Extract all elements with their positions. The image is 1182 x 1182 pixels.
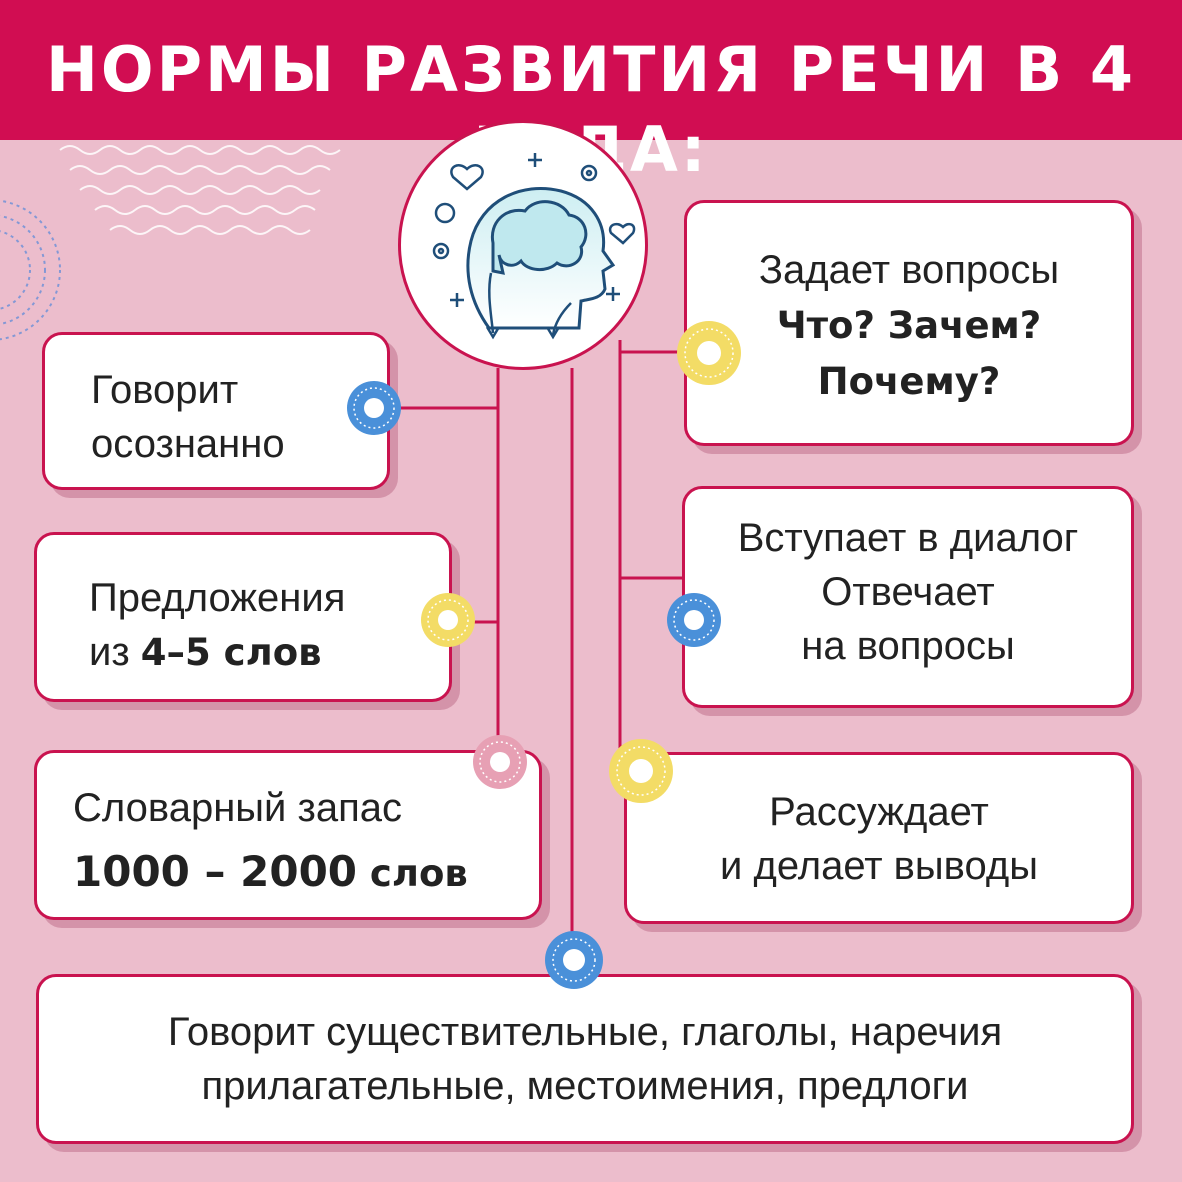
card-text: на вопросы [801,624,1015,668]
connector-dot-yellow [609,739,673,803]
card-text: из 4–5 слов [89,630,322,674]
plus-icon [450,153,620,307]
card-text: Отвечает [821,570,995,614]
head-brain-illustration [398,120,648,370]
card-text: осознанно [91,422,285,466]
connector-dot-blue [667,593,721,647]
card-text: прилагательные, местоимения, предлоги [201,1064,969,1108]
card-speaks-consciously: Говорит осознанно [42,332,390,490]
card-text: Рассуждает [769,790,989,834]
gear-icon [432,164,598,260]
head-brain-icon [432,153,636,340]
card-parts-of-speech: Говорит существительные, глаголы, наречи… [36,974,1134,1144]
card-text: Вступает в диалог [737,516,1079,560]
word-count: 4–5 слов [140,631,322,674]
card-vocabulary: Словарный запас 1000 – 2000 слов [34,750,542,920]
connector-dot-yellow [677,321,741,385]
connector-dot-pink [473,735,527,789]
card-text: Говорит существительные, глаголы, наречи… [167,1010,1003,1054]
card-text: Задает вопросы [758,248,1060,292]
connector-dot-blue [545,931,603,989]
heart-icon [450,164,636,245]
card-text: Предложения [89,576,346,620]
card-reasoning: Рассуждает и делает выводы [624,752,1134,924]
connector-dot-yellow [421,593,475,647]
connector-dot-blue [347,381,401,435]
card-text: Почему? [817,360,1001,403]
card-text: и делает выводы [720,844,1038,888]
card-asks-questions: Задает вопросы Что? Зачем? Почему? [684,200,1134,446]
card-sentences: Предложения из 4–5 слов [34,532,452,702]
card-text: Словарный запас [73,786,403,830]
card-text: Что? Зачем? [776,304,1042,347]
card-text: 1000 – 2000 слов [73,847,468,896]
card-text: Говорит [91,368,239,412]
vocabulary-range: 1000 – 2000 [73,847,358,896]
card-dialog: Вступает в диалог Отвечает на вопросы [682,486,1134,708]
